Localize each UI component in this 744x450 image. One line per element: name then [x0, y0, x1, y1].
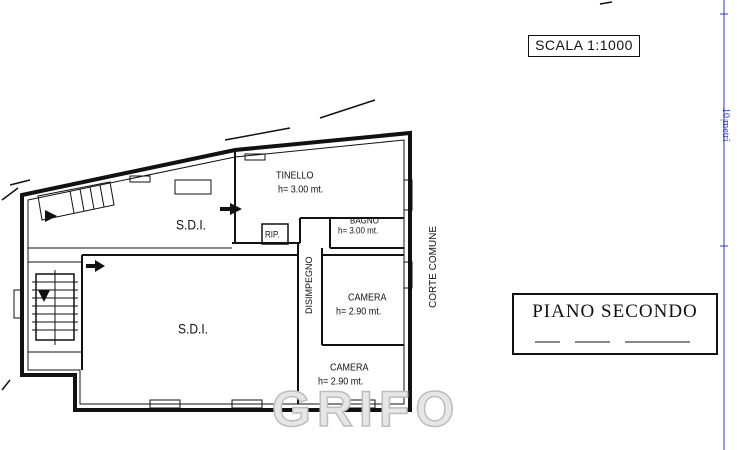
watermark-logo: GRIFO — [271, 380, 461, 438]
room-tinello-name: TINELLO — [276, 169, 314, 181]
room-bagno-height: h= 3.00 mt. — [338, 225, 379, 236]
site-fragments — [1, 1, 613, 391]
ruler-label: 10 metri — [720, 108, 731, 142]
scale-label: SCALA 1:1000 — [528, 35, 640, 57]
title-box: PIANO SECONDO — [512, 293, 718, 355]
room-camera-1-height: h= 2.90 mt. — [336, 305, 382, 317]
arrows — [38, 203, 242, 302]
room-camera-2-name: CAMERA — [330, 361, 369, 373]
room-camera-2-height: h= 2.90 mt. — [318, 375, 364, 387]
room-sdi-upper: S.D.I. — [176, 216, 207, 234]
room-tinello-height: h= 3.00 mt. — [278, 183, 324, 195]
room-bagno-name: BAGNO — [350, 215, 379, 226]
windows — [13, 153, 413, 409]
room-rip: RIP. — [265, 229, 280, 240]
scale-ruler — [720, 0, 728, 450]
floor-title: PIANO SECONDO — [532, 301, 698, 322]
outer-walls — [20, 130, 412, 412]
staircase — [27, 261, 83, 353]
upper-stair — [37, 179, 212, 221]
street-label: CORTE COMUNE — [428, 225, 439, 308]
room-disimpegno: DISIMPEGNO — [304, 256, 314, 314]
room-sdi-main: S.D.I. — [178, 320, 209, 338]
room-camera-1-name: CAMERA — [348, 291, 387, 303]
